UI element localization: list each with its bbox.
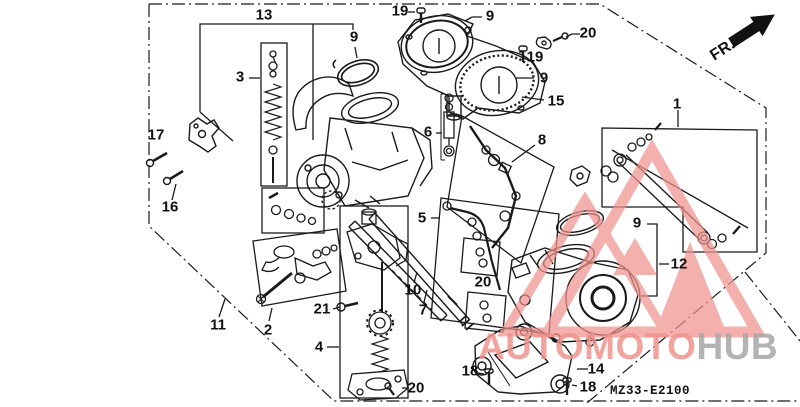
part-label-7: 7 (418, 301, 428, 319)
fuel-pipe-set-box-8 (446, 114, 555, 265)
part-label-18: 18 (579, 378, 597, 396)
part-code: MZ33-E2100 (610, 384, 690, 398)
part-label-4: 4 (314, 338, 324, 356)
part-label-20: 20 (474, 273, 492, 291)
part-label-14: 14 (587, 360, 605, 378)
callout-leader-lines (171, 11, 679, 389)
part-label-9: 9 (349, 28, 359, 46)
fr-direction-arrow: FR. (707, 14, 775, 64)
part-label-1: 1 (672, 95, 682, 113)
part-label-5: 5 (417, 209, 427, 227)
part-label-18: 18 (461, 362, 479, 380)
part-label-11: 11 (210, 316, 226, 334)
carburetor-main-body (292, 76, 433, 210)
part-label-19: 19 (526, 48, 544, 66)
part-label-6: 6 (423, 123, 433, 141)
part-label-20: 20 (579, 24, 597, 42)
part-label-15: 15 (547, 92, 565, 110)
part-label-2: 2 (263, 321, 273, 339)
part-label-19: 19 (391, 2, 409, 20)
slow-jet-6 (440, 93, 455, 161)
linkage-rods-10-7 (348, 212, 475, 331)
vacuum-piston-set-box-4 (339, 205, 409, 401)
needle-set-box-3 (260, 42, 325, 234)
part-label-16: 16 (161, 198, 179, 216)
top-plate-assembly (397, 13, 546, 121)
part-label-9: 9 (485, 7, 495, 25)
part-label-9: 9 (539, 69, 549, 87)
o-ring-9 (332, 59, 380, 87)
part-label-21: 21 (313, 300, 331, 318)
part-label-3: 3 (235, 68, 245, 86)
part-label-13: 13 (255, 6, 273, 24)
part-label-20: 20 (407, 379, 425, 397)
watermark-text: AUTOMOTOHUB (478, 326, 778, 367)
fasteners (145, 7, 572, 396)
part-label-10: 10 (404, 281, 422, 299)
watermark-logo (497, 138, 767, 338)
part-label-17: 17 (147, 126, 165, 144)
part-label-12: 12 (670, 255, 688, 273)
part-label-9: 9 (632, 214, 642, 232)
stay-bracket-16-17 (188, 117, 220, 153)
float-set-box-2 (252, 228, 347, 307)
part-label-8: 8 (537, 131, 547, 149)
